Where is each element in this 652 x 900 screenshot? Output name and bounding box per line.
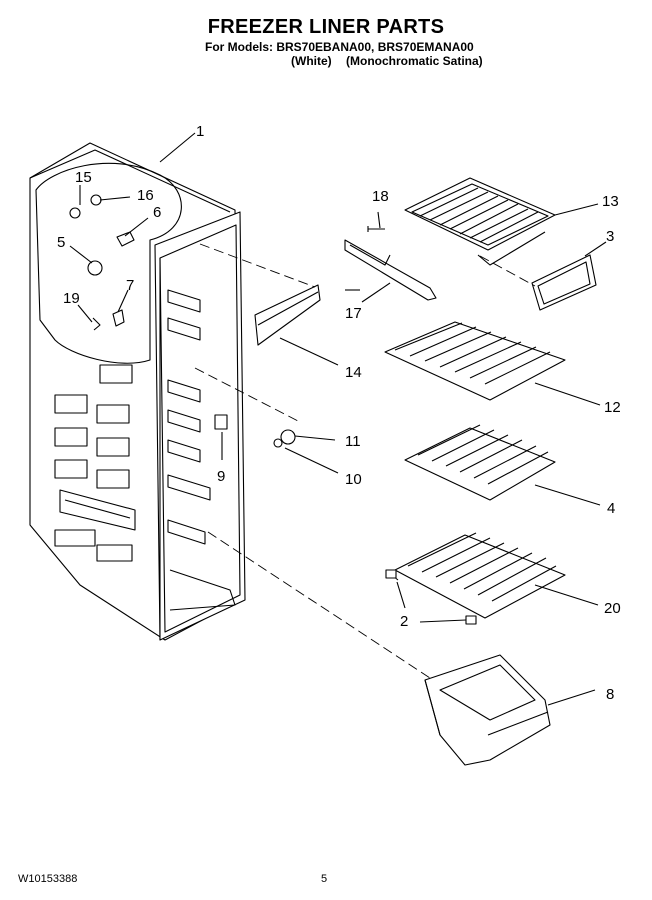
callout-10: 10 [345,471,362,488]
callout-9: 9 [217,468,225,485]
callout-7: 7 [126,277,134,294]
part-8-drawer [424,654,551,766]
part-13-shelf [404,177,556,266]
callout-18: 18 [372,188,389,205]
variant-satina: (Monochromatic Satina) [346,54,483,68]
callout-17: 17 [345,305,362,322]
callout-19: 19 [63,290,80,307]
callout-3: 3 [606,228,614,245]
callout-20: 20 [604,600,621,617]
part-12-wire-shelf [384,321,566,401]
part-4-wire-shelf [404,424,556,501]
callout-16: 16 [137,187,154,204]
freezer-liner [29,142,246,641]
variant-white: (White) [291,54,332,68]
callout-4: 4 [607,500,615,517]
callout-15: 15 [75,169,92,186]
callout-6: 6 [153,204,161,221]
callout-5: 5 [57,234,65,251]
callout-11: 11 [345,433,361,450]
part-20-wire-shelf [387,532,566,619]
page-title: FREEZER LINER PARTS [207,16,445,38]
callout-12: 12 [604,399,621,416]
part-14-trim [254,284,321,346]
callout-2: 2 [400,613,408,630]
callout-14: 14 [345,364,362,381]
callout-1: 1 [196,123,204,140]
callout-13: 13 [602,193,619,210]
models-line: For Models: BRS70EBANA00, BRS70EMANA00 [205,40,474,54]
callout-8: 8 [606,686,614,703]
page-number: 5 [321,873,328,885]
document-number: W10153388 [18,873,78,885]
